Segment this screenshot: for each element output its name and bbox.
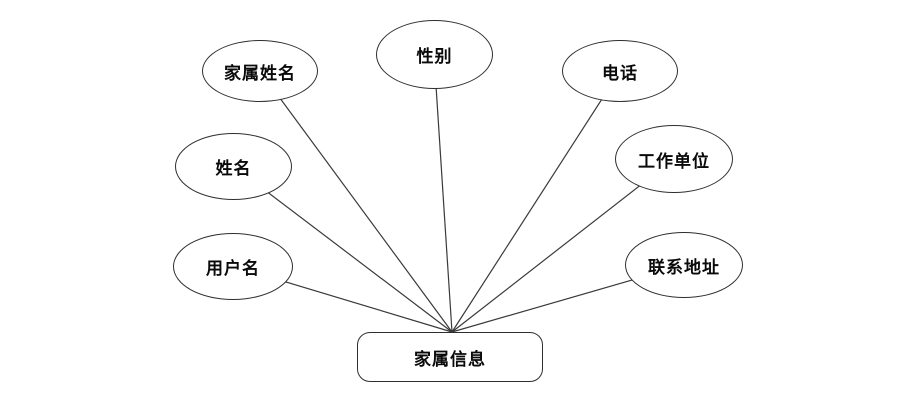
edge-name [232,165,453,333]
attribute-label: 家属姓名 [224,63,296,83]
attribute-ellipse-phone: 电话 [562,40,678,102]
attribute-ellipse-username: 用户名 [173,233,293,300]
attribute-ellipse-gender: 性别 [376,20,493,89]
attribute-ellipse-name: 姓名 [175,133,292,200]
entity-box-family-info: 家属信息 [357,332,543,382]
edge-work-unit [451,158,675,333]
attribute-ellipse-work-unit: 工作单位 [615,125,733,193]
attribute-label: 性别 [416,47,453,66]
attribute-label: 联系地址 [648,257,720,277]
attribute-label: 工作单位 [638,151,710,171]
attribute-label: 电话 [602,63,638,83]
entity-label: 家属信息 [414,349,486,369]
edge-gender [433,54,453,333]
attribute-label: 用户名 [206,259,260,278]
attribute-ellipse-family-member-name: 家属姓名 [202,40,318,102]
attribute-label: 姓名 [215,159,252,178]
attribute-ellipse-contact-address: 联系地址 [625,232,743,298]
edge-phone [451,70,621,333]
edge-family-member-name [259,70,453,333]
